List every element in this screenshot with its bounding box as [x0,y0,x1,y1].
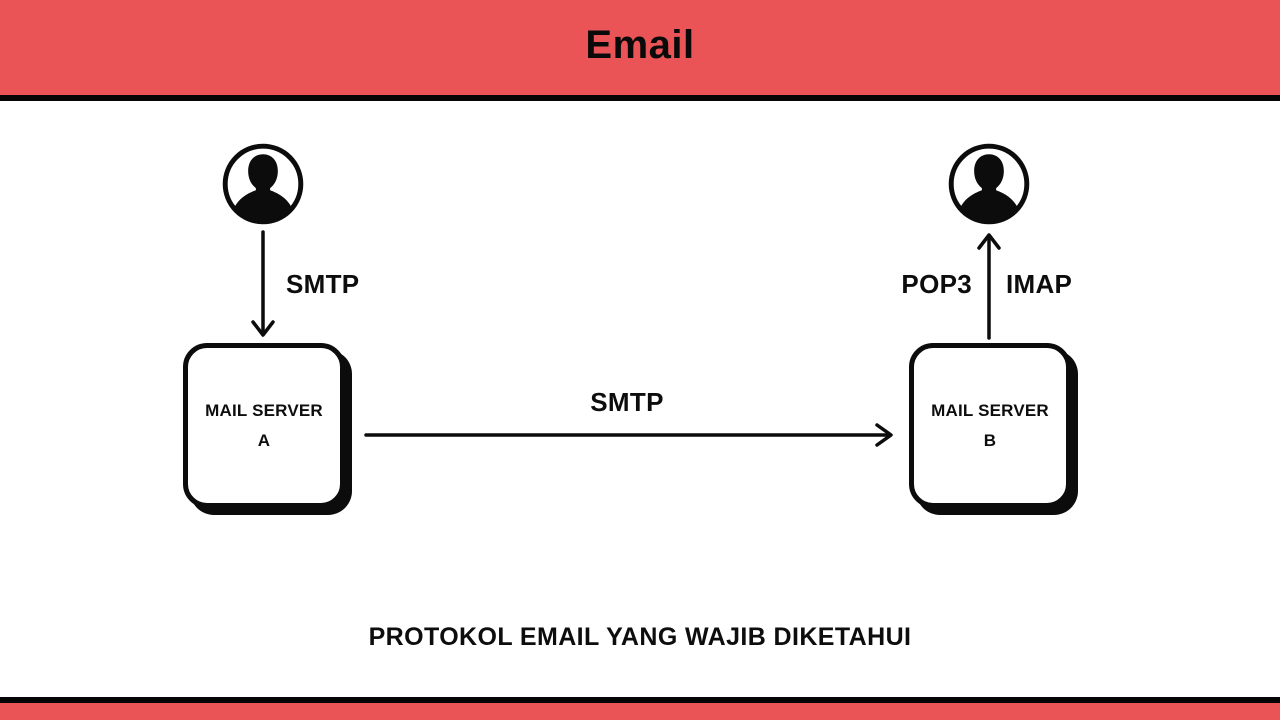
caption-text: PROTOKOL EMAIL YANG WAJIB DIKETAHUI [368,623,912,651]
pop3-label: POP3 [901,269,972,299]
page-title: Email [585,23,695,67]
header-band: Email [0,0,1280,101]
mail-server-a-label: MAIL SERVER [205,400,323,420]
recipient-user-avatar-icon [944,139,1034,229]
smtp-client-label: SMTP [286,269,360,299]
smtp-down-arrow [251,230,275,337]
mail-server-a-box: MAIL SERVER A [183,343,345,508]
smtp-relay-label: SMTP [590,387,664,417]
smtp-horizontal-arrow [364,423,893,447]
mail-server-b-label: MAIL SERVER [931,400,1049,420]
sender-user-avatar-icon [218,139,308,229]
mail-server-b-id: B [983,430,997,450]
mail-server-b-box: MAIL SERVER B [909,343,1071,508]
mail-server-a-id: A [257,430,271,450]
pop3-imap-up-arrow [977,233,1001,340]
imap-label: IMAP [1006,269,1073,299]
footer-band [0,697,1280,720]
